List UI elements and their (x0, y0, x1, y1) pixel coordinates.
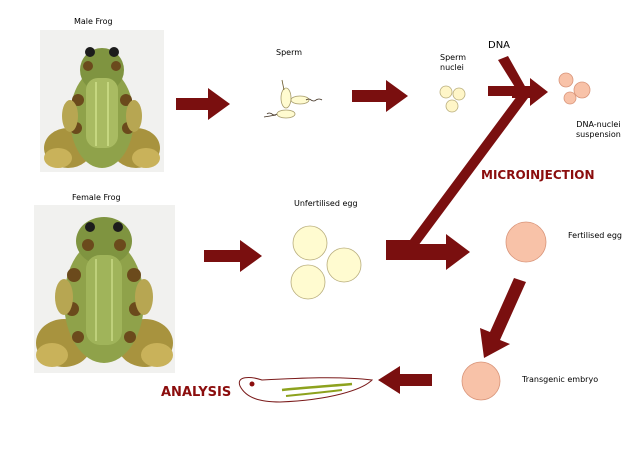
unfertilised-egg-label: Unfertilised egg (294, 199, 358, 208)
fertilised-egg (505, 221, 547, 263)
arrow-nuclei-to-junction (488, 86, 512, 96)
arrow-sperm-to-nuclei (352, 80, 408, 112)
arrow-embryo-to-analysis (378, 366, 432, 394)
female-frog-label: Female Frog (72, 193, 121, 202)
tadpole-embryo-icon (238, 377, 374, 403)
arrow-male-to-sperm (176, 88, 230, 120)
dna-label: DNA (488, 40, 511, 51)
analysis-heading: ANALYSIS (161, 385, 232, 400)
microinjection-heading: MICROINJECTION (481, 168, 595, 182)
sperm-cells-icon (263, 79, 323, 119)
sperm-nuclei-label: Sperm nuclei (440, 53, 467, 72)
arrow-female-to-egg (204, 240, 262, 272)
transgenic-embryo (461, 361, 501, 401)
arrow-fertilised-to-embryo (480, 278, 526, 358)
female-frog-photo (34, 205, 175, 373)
fertilised-egg-label: Fertilised egg (568, 231, 622, 240)
male-frog-photo (40, 30, 164, 172)
arrow-eggs-to-fertilised (386, 234, 470, 270)
egg-cells-icon (290, 225, 362, 300)
frog-photo-icon (44, 47, 160, 168)
sperm-label: Sperm (276, 48, 303, 57)
microinjection-path (386, 92, 528, 246)
sperm-nuclei-cells-icon (439, 85, 466, 113)
frog-photo-icon (36, 217, 173, 367)
arrow-dna-down (498, 56, 526, 92)
dna-nuclei-droplets-icon (558, 72, 591, 105)
transgenic-embryo-label: Transgenic embryo (522, 375, 599, 384)
male-frog-label: Male Frog (74, 17, 113, 26)
dna-nuclei-suspension-label: DNA-nuclei suspension (576, 120, 621, 139)
arrow-to-suspension (512, 78, 548, 106)
